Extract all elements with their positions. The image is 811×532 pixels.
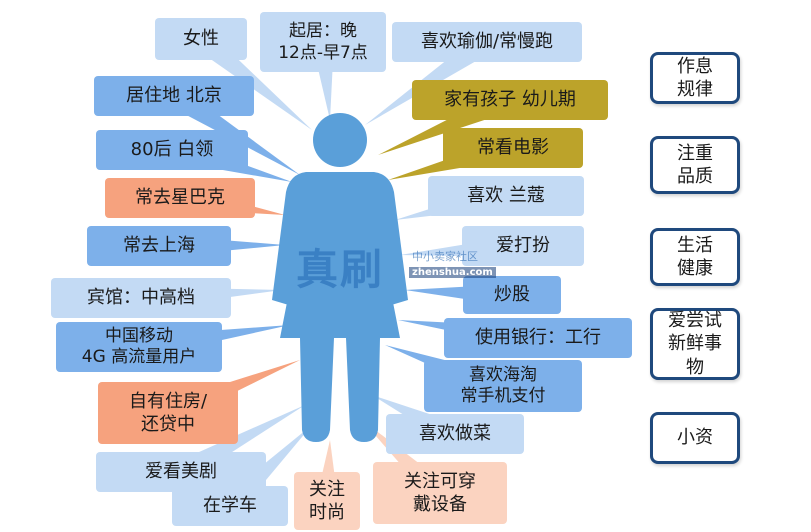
tag-driving: 在学车	[172, 486, 288, 526]
tag-starbucks: 常去星巴克	[105, 178, 255, 218]
tag-yoga-jogging: 喜欢瑜伽/常慢跑	[392, 22, 582, 62]
tag-lancome: 喜欢 兰蔻	[428, 176, 584, 216]
tag-us-drama: 爱看美剧	[96, 452, 266, 492]
category-routine: 作息 规律	[650, 52, 740, 104]
tag-born-80s: 80后 白领	[96, 130, 248, 170]
watermark-tagline: 中小卖家社区	[412, 250, 478, 263]
category-novelty: 爱尝试 新鲜事 物	[650, 308, 740, 380]
category-healthy: 生活 健康	[650, 228, 740, 286]
tag-dress-up: 爱打扮	[462, 226, 584, 266]
tag-cooking: 喜欢做菜	[386, 414, 524, 454]
category-quality: 注重 品质	[650, 136, 740, 194]
tag-hotel: 宾馆：中高档	[51, 278, 231, 318]
tag-shanghai: 常去上海	[87, 226, 231, 266]
tag-female: 女性	[155, 18, 247, 60]
tag-bank: 使用银行：工行	[444, 318, 632, 358]
tag-fashion: 关注 时尚	[294, 472, 360, 530]
zhenshua-watermark: 真刷 中小卖家社区 zhenshua.com	[296, 242, 526, 294]
watermark-brand: 真刷	[296, 245, 385, 294]
tag-residence: 居住地 北京	[94, 76, 254, 116]
tag-child: 家有孩子 幼儿期	[412, 80, 608, 120]
tag-sleep-schedule: 起居：晚 12点-早7点	[260, 12, 386, 72]
category-petty-bourgeois: 小资	[650, 412, 740, 464]
tag-china-mobile: 中国移动 4G 高流量用户	[56, 322, 222, 372]
tag-own-house: 自有住房/ 还贷中	[98, 382, 238, 444]
watermark-url: zhenshua.com	[409, 267, 496, 278]
tag-wearables: 关注可穿 戴设备	[373, 462, 507, 524]
tag-taobao: 喜欢海淘 常手机支付	[424, 360, 582, 412]
tag-movies: 常看电影	[443, 128, 583, 168]
tag-stocks: 炒股	[463, 276, 561, 314]
